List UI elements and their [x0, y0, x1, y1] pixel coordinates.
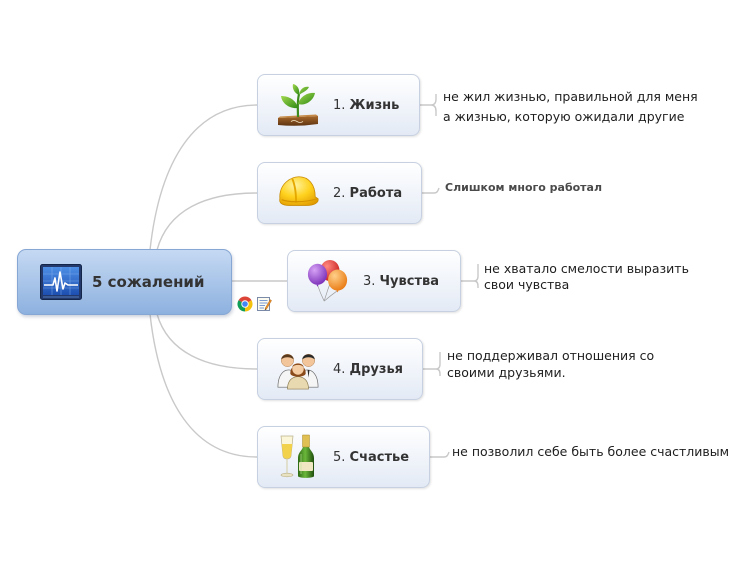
friends-icon: [276, 346, 320, 392]
note-line: Слишком много работал: [445, 181, 603, 194]
topic-friends[interactable]: 4. Друзья: [257, 338, 423, 400]
topic-number: 3.: [363, 273, 376, 289]
topic-number: 1.: [333, 97, 346, 113]
topic-title: Жизнь: [349, 97, 400, 113]
hyperlink-browser-icon[interactable]: [237, 296, 253, 312]
note-line: не поддерживал отношения со: [447, 348, 655, 363]
plant-sprout-icon: [276, 82, 320, 128]
notes-icon[interactable]: [256, 296, 272, 312]
connector-note-happiness: [430, 451, 450, 458]
topic-happiness[interactable]: 5. Счастье: [257, 426, 430, 488]
connector-branch-happiness: [149, 313, 258, 458]
note-line: не позволил себе быть более счастливым: [452, 444, 730, 459]
topic-title: Чувства: [379, 273, 439, 289]
connector-note-work: [422, 187, 440, 194]
central-topic[interactable]: 5 сожалений: [17, 249, 232, 315]
champagne-icon: [276, 434, 320, 480]
topic-number: 5.: [333, 449, 346, 465]
note-line: своими друзьями.: [447, 365, 566, 380]
note-life: не жил жизнью, правильной для меня а жиз…: [443, 87, 698, 127]
topic-title: Счастье: [349, 449, 410, 465]
note-friends: не поддерживал отношения со своими друзь…: [447, 347, 654, 381]
hard-hat-icon: [276, 170, 320, 216]
balloons-icon: [306, 258, 350, 304]
note-happiness: не позволил себе быть более счастливым: [452, 443, 729, 461]
topic-label: 5. Счастье: [333, 450, 409, 465]
central-topic-title: 5 сожалений: [92, 273, 205, 291]
note-line: свои чувства: [484, 277, 570, 292]
note-line: а жизнью, которую ожидали другие: [443, 109, 685, 124]
topic-title: Друзья: [349, 361, 404, 377]
connector-note-feelings: [461, 264, 479, 288]
note-line: не хватало смелости выразить: [484, 261, 689, 276]
connector-branch-work: [156, 192, 258, 251]
topic-label: 3. Чувства: [363, 274, 439, 289]
connector-note-life: [420, 94, 437, 116]
topic-label: 2. Работа: [333, 186, 402, 201]
topic-title: Работа: [349, 185, 403, 201]
connector-branch-life: [149, 104, 258, 251]
note-work: Слишком много работал: [445, 181, 602, 195]
note-feelings: не хватало смелости выразить свои чувств…: [484, 261, 689, 293]
topic-feelings[interactable]: 3. Чувства: [287, 250, 461, 312]
connector-note-friends: [423, 352, 441, 376]
topic-work[interactable]: 2. Работа: [257, 162, 422, 224]
topic-label: 4. Друзья: [333, 362, 403, 377]
monitor-heartbeat-icon: [40, 264, 82, 300]
note-line: не жил жизнью, правильной для меня: [443, 89, 698, 104]
topic-number: 4.: [333, 361, 346, 377]
topic-life[interactable]: 1. Жизнь: [257, 74, 420, 136]
connector-branch-friends: [156, 313, 258, 370]
topic-number: 2.: [333, 185, 346, 201]
topic-label: 1. Жизнь: [333, 98, 399, 113]
